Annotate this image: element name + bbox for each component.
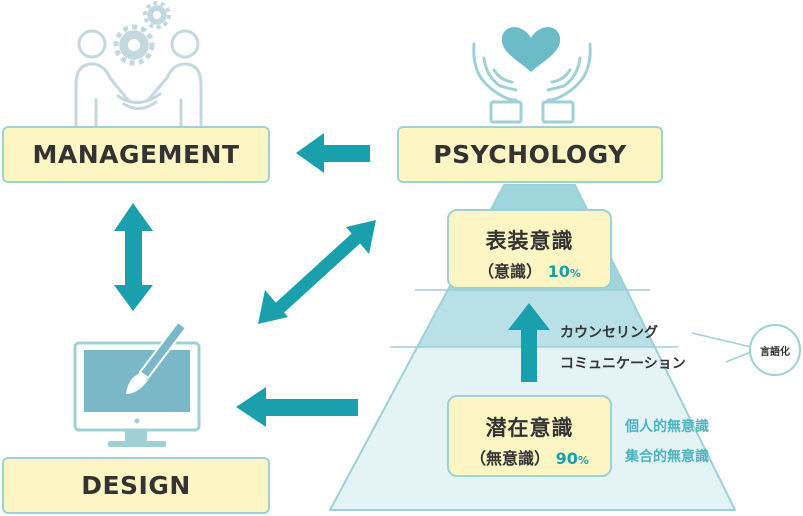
management-label: MANAGEMENT — [32, 140, 240, 169]
conscious-title: 表装意識 — [485, 229, 574, 253]
arrow-management-design — [114, 203, 153, 311]
psychology-box: PSYCHOLOGY — [397, 126, 663, 183]
conscious-percent-unit: % — [569, 267, 581, 280]
monitor-brush-icon — [73, 320, 201, 447]
design-box: DESIGN — [2, 457, 270, 514]
conscious-box: 表装意識 （意識） 10% — [447, 209, 612, 289]
heart-hands-icon — [472, 27, 592, 124]
arrow-psychology-to-management — [296, 133, 370, 173]
verbalization-connectors — [691, 332, 752, 363]
arrow-psychology-design — [258, 220, 376, 324]
subconscious-title: 潜在意識 — [485, 416, 574, 440]
subconscious-subtitle: （無意識） 90% — [449, 445, 610, 469]
arrow-subconscious-to-design — [236, 387, 358, 427]
psychology-label: PSYCHOLOGY — [433, 140, 627, 169]
collective-unconscious-label: 集合的無意識 — [625, 449, 709, 465]
pyramid-outline — [329, 184, 736, 511]
verbalization-label: 言語化 — [760, 346, 790, 358]
subconscious-percent: 90% — [556, 449, 589, 468]
conscious-sub-label: （意識） — [478, 262, 543, 281]
management-box: MANAGEMENT — [2, 126, 270, 183]
subconscious-box: 潜在意識 （無意識） 90% — [447, 395, 612, 477]
conscious-percent: 10% — [548, 262, 581, 281]
subconscious-percent-unit: % — [577, 454, 589, 467]
subconscious-sub-label: （無意識） — [470, 449, 551, 468]
arrow-up-subconscious-to-conscious — [508, 303, 550, 382]
handshake-gears-icon — [74, 1, 203, 127]
conscious-subtitle: （意識） 10% — [449, 258, 610, 282]
subconscious-percent-value: 90 — [555, 449, 578, 468]
communication-label: コミュニケーション — [560, 356, 686, 372]
personal-unconscious-label: 個人的無意識 — [625, 419, 709, 435]
counseling-label: カウンセリング — [560, 325, 658, 341]
verbalization-circle: 言語化 — [749, 324, 801, 376]
design-label: DESIGN — [81, 471, 191, 500]
conscious-percent-value: 10 — [547, 262, 570, 281]
